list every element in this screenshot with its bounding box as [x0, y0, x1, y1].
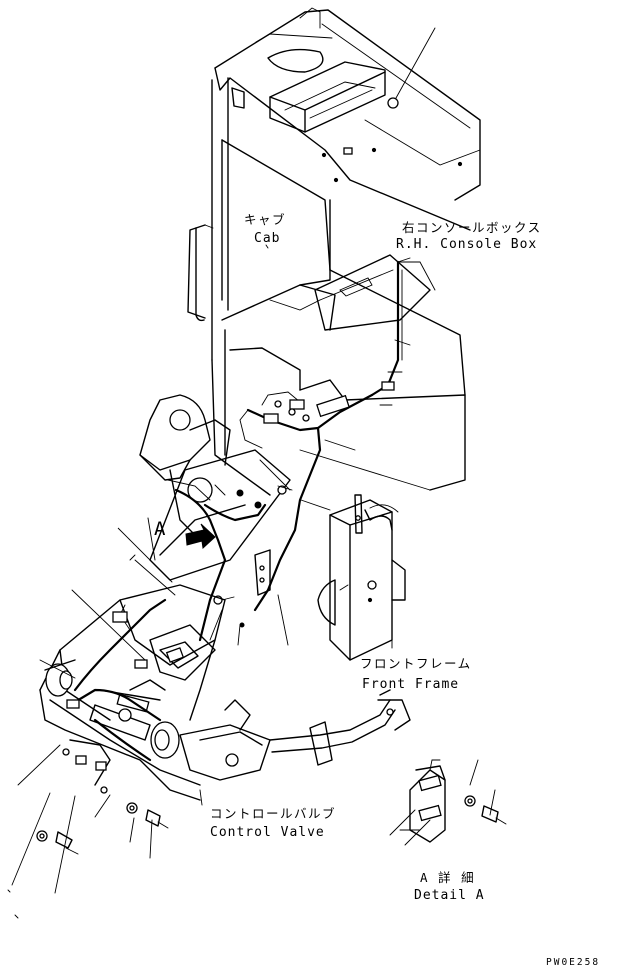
detail-a-drawing	[409, 759, 507, 843]
view-marker-a: A	[154, 518, 166, 540]
control-valve-label-jp: コントロールバルブ	[210, 806, 337, 821]
bolt-group	[36, 802, 169, 855]
front-frame-label-en: Front Frame	[362, 677, 460, 692]
hitch-area	[139, 394, 293, 642]
floor-bracket	[213, 549, 271, 628]
console-label-en: R.H. Console Box	[396, 237, 538, 252]
control-valve-label-en: Control Valve	[210, 825, 325, 840]
front-frame	[317, 494, 406, 661]
detail-a-label-en: Detail A	[414, 888, 485, 903]
leader-lines	[7, 244, 496, 919]
cab	[187, 7, 481, 496]
cab-label-en: Cab	[254, 231, 281, 246]
detail-a-label-jp: A 詳 細	[420, 870, 476, 885]
cab-label-jp: キャブ	[244, 212, 287, 227]
console-label-jp: 右コンソールボックス	[402, 220, 542, 235]
lower-frame	[39, 584, 411, 801]
drawing-code: PW0E258	[546, 957, 601, 968]
front-frame-label-jp: フロントフレーム	[360, 656, 472, 671]
